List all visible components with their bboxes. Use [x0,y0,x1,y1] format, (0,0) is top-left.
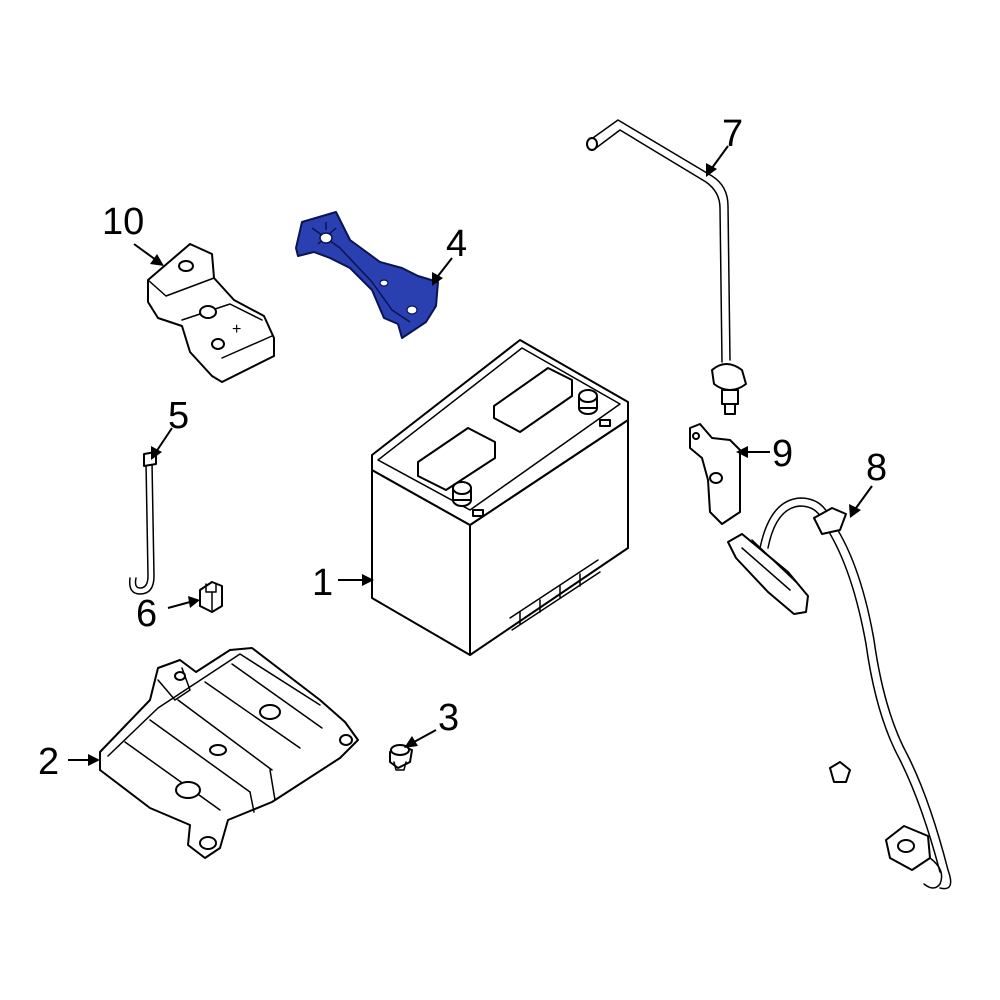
j-rod-part[interactable] [128,451,157,595]
vent-hose-part[interactable] [586,119,747,415]
callout-labels: 1 2 3 4 5 6 7 8 9 10 [38,113,887,783]
callout-3: 3 [438,697,459,739]
bracket-part-6[interactable] [199,581,223,613]
battery-part[interactable] [371,339,629,656]
callout-7: 7 [722,113,743,155]
battery-tray-part[interactable] [99,647,359,859]
clip-part-3[interactable] [389,744,413,771]
terminal-cover-part[interactable]: + [147,243,275,383]
battery-hold-down-part[interactable] [295,211,439,339]
callout-5: 5 [168,395,189,437]
hose-bracket-part[interactable] [689,423,741,525]
battery-cable-part[interactable] [727,497,952,890]
callout-10: 10 [102,201,144,243]
callout-9: 9 [772,433,793,475]
callout-leaders [68,145,873,766]
callout-6: 6 [136,593,157,635]
positive-symbol: + [232,321,241,338]
callout-1: 1 [312,562,333,604]
callout-4: 4 [446,223,467,265]
callout-2: 2 [38,741,59,783]
callout-8: 8 [866,447,887,489]
